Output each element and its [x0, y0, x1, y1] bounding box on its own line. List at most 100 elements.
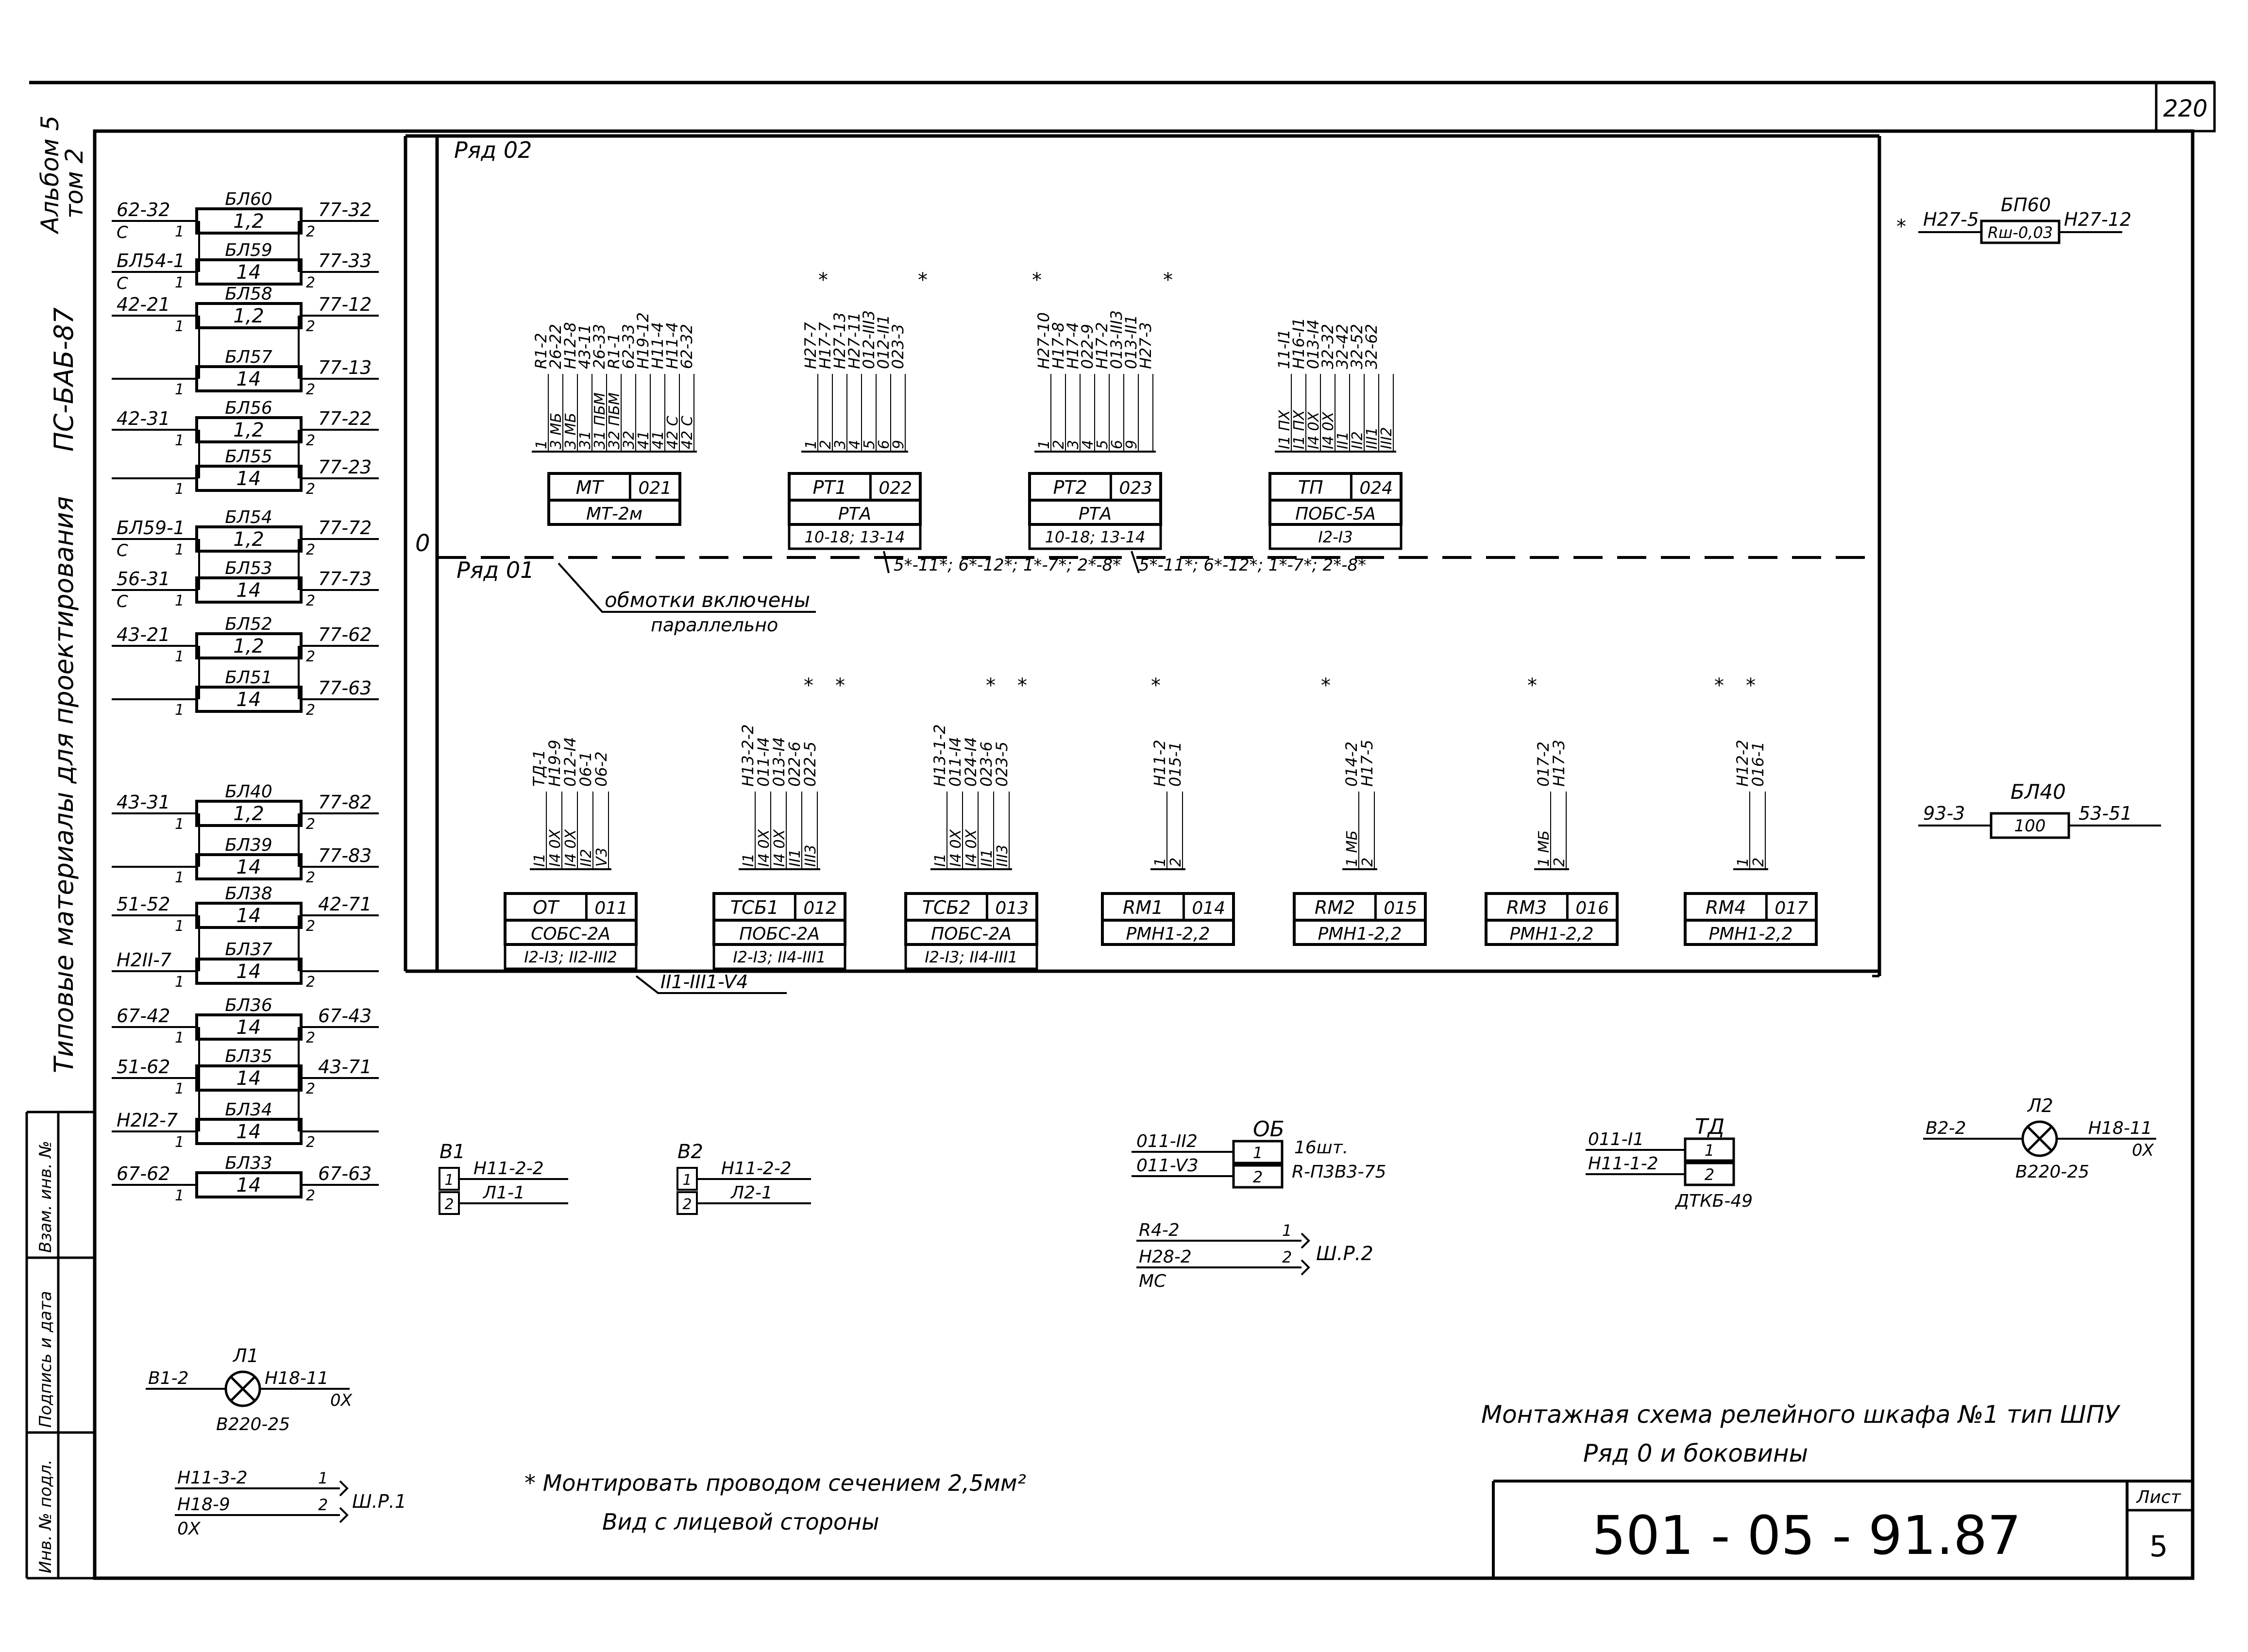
contact-label: 41 — [635, 431, 652, 449]
svg-text:Л2-1: Л2-1 — [730, 1183, 773, 1203]
wire-label: Н17-3 — [1550, 740, 1568, 787]
contact-label: 2 — [1551, 858, 1568, 867]
block-name: БЛ53 — [225, 558, 272, 578]
star-note: * Монтировать проводом сечением 2,5мм² — [524, 1470, 1026, 1496]
contact-label: I4 0Х — [756, 828, 773, 867]
contact-label: 42 С — [664, 416, 681, 449]
block-value: 14 — [237, 961, 261, 983]
svg-text:Н18-11: Н18-11 — [2088, 1118, 2152, 1138]
wire-label: Н17-2 — [1093, 322, 1111, 369]
pin-1: 1 — [175, 592, 184, 609]
contact-label: 5 — [1094, 440, 1111, 449]
contact-label: III2 — [1378, 427, 1395, 449]
device-type: РТА — [1079, 504, 1112, 524]
contact-label: I1 — [531, 853, 548, 867]
contact-label: 3 МБ — [548, 413, 565, 449]
svg-text:В2-2: В2-2 — [1926, 1118, 1966, 1138]
block-value: 14 — [237, 579, 261, 602]
pin-1: 1 — [175, 869, 184, 886]
svg-text:Л2: Л2 — [2027, 1095, 2053, 1116]
contact-label: 3 — [1065, 440, 1082, 449]
row01-jumper-leader — [635, 975, 787, 994]
device-name: RM4 — [1706, 897, 1746, 918]
star-mark: * — [1714, 674, 1724, 697]
svg-text:Н11-2-2: Н11-2-2 — [473, 1159, 544, 1179]
block-value: 14 — [237, 905, 261, 927]
block-value: 14 — [237, 1174, 261, 1197]
pin-1: 1 — [175, 816, 184, 833]
pin-2: 2 — [306, 1080, 315, 1097]
pin-2: 2 — [306, 648, 315, 665]
svg-text:2: 2 — [682, 1196, 692, 1213]
device-terminals: I2-I3 — [1318, 528, 1352, 546]
contact-label: 2 — [1050, 440, 1067, 449]
wire-left-2: C — [117, 541, 128, 560]
star-mark: * — [1746, 674, 1756, 697]
wire-right: 77-63 — [318, 677, 372, 699]
svg-text:Альбом 5: Альбом 5 — [36, 116, 64, 235]
star-mark: * — [804, 674, 813, 697]
wire-label: 26-22 — [546, 324, 565, 369]
wire-label: 023-6 — [977, 742, 996, 787]
wire-label: 013-II1 — [1122, 315, 1140, 369]
device-number: 012 — [803, 898, 837, 918]
pin-1: 1 — [175, 1134, 184, 1151]
pin-2: 2 — [306, 541, 315, 558]
contact-label: II1 — [1335, 431, 1352, 449]
pin-1: 1 — [175, 918, 184, 935]
device-name: РТ1 — [813, 477, 847, 498]
block-value: 14 — [237, 1067, 261, 1090]
title-line-2: Ряд 0 и боковины — [1583, 1439, 1808, 1467]
device-number: 023 — [1119, 478, 1152, 498]
wire-label: 014-2 — [1342, 742, 1361, 787]
row01-jumper: II1-III1-V4 — [660, 971, 748, 993]
svg-text:1: 1 — [1253, 1144, 1263, 1162]
pin-1: 1 — [175, 1029, 184, 1046]
wire-label: 06-1 — [576, 751, 595, 787]
wire-label: Н27-11 — [845, 312, 863, 369]
wire-right: 77-13 — [318, 357, 372, 378]
terminal-td: ТД 1 2 011-I1 Н11-1-2 ДТКБ-49 — [1586, 1114, 1753, 1211]
contact-label: I1 ПХ — [1291, 409, 1308, 449]
contact-label: 31 — [577, 431, 594, 449]
contact-label: 2 — [1167, 858, 1184, 867]
pin-1: 1 — [175, 648, 184, 665]
device-name: ТСБ2 — [922, 897, 971, 918]
pin-2: 2 — [306, 702, 315, 719]
wire-left: 51-52 — [117, 893, 170, 915]
contact-label: I1 — [932, 853, 949, 867]
block-value: 14 — [237, 261, 261, 284]
svg-text:2: 2 — [1253, 1168, 1263, 1186]
wire-label: 62-32 — [677, 324, 696, 369]
page-number-box — [2155, 81, 2216, 133]
block-name: БЛ57 — [225, 347, 272, 367]
wire-left: 51-62 — [117, 1056, 170, 1078]
device-type: ПОБС-2А — [739, 924, 820, 944]
sheet-number: 5 — [2149, 1530, 2168, 1564]
wire-label: 012-I4 — [561, 737, 579, 787]
wire-label: 06-2 — [592, 751, 610, 787]
wire-label: Н17-4 — [1064, 322, 1082, 369]
pin-1: 1 — [175, 274, 184, 291]
device-type: ПОБС-5А — [1295, 504, 1376, 524]
svg-text:1: 1 — [1705, 1141, 1714, 1160]
device-number: 015 — [1384, 898, 1417, 918]
star-mark: * — [986, 674, 996, 697]
svg-text:2: 2 — [1282, 1248, 1292, 1266]
contact-label: 41 — [650, 431, 667, 449]
svg-text:том 2: том 2 — [60, 148, 88, 219]
block-name: БЛ38 — [225, 884, 272, 904]
device-number: 011 — [594, 898, 628, 918]
svg-text:Rш-0,03: Rш-0,03 — [1988, 223, 2053, 242]
wire-label: 32-52 — [1348, 324, 1366, 369]
wire-label: R1-1 — [605, 333, 623, 370]
wire-label: 32-62 — [1362, 324, 1381, 369]
svg-text:Подпись и дата: Подпись и дата — [36, 1291, 55, 1428]
block-value: 14 — [237, 1121, 261, 1143]
contact-label: 42 С — [679, 416, 696, 449]
